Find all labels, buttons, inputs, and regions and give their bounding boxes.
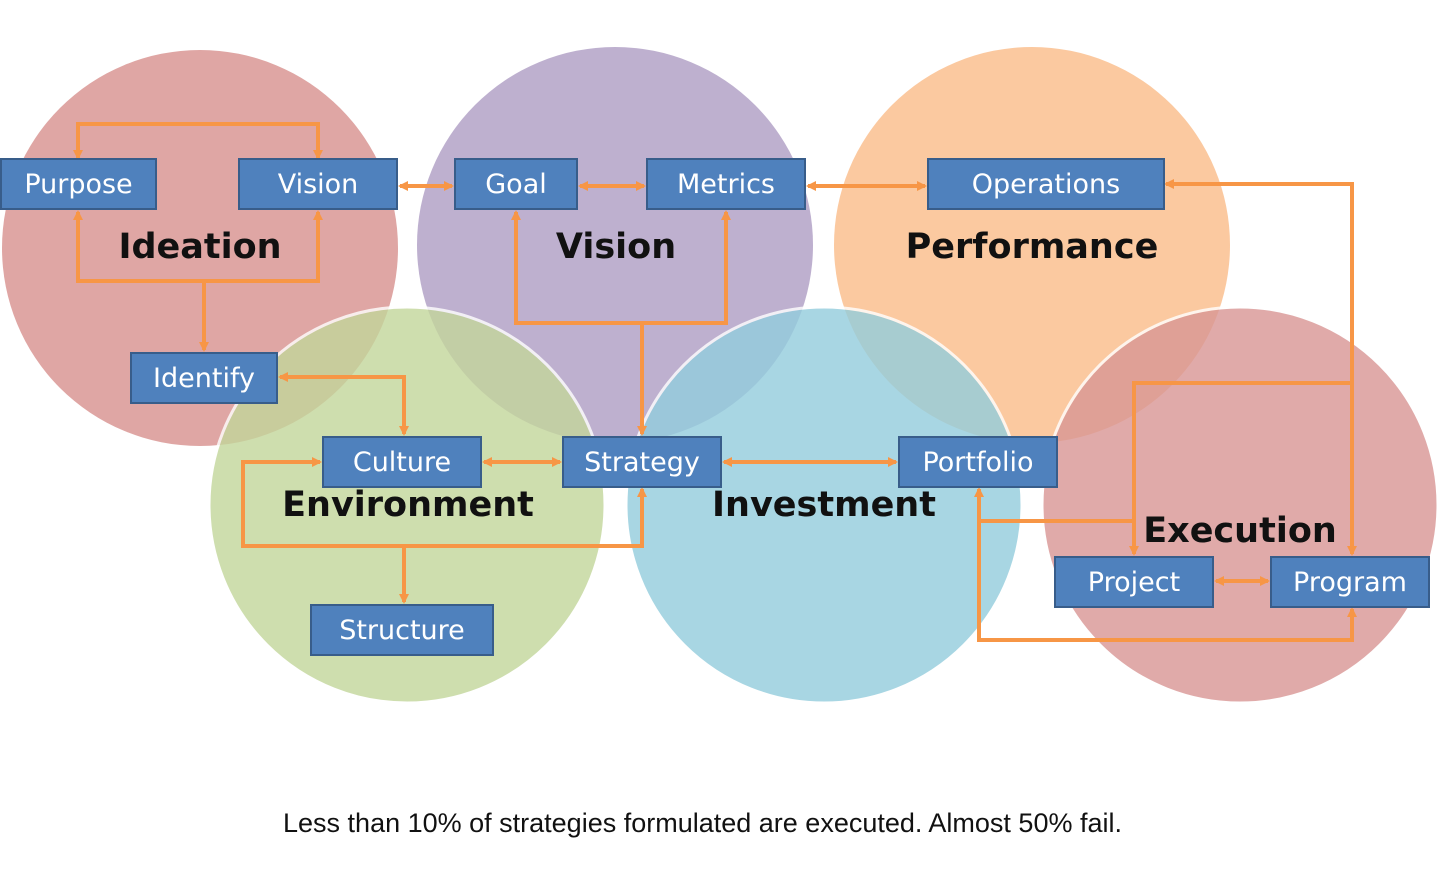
label-ideation: Ideation [118,227,282,267]
node-project: Project [1054,556,1214,608]
node-portfolio: Portfolio [898,436,1058,488]
node-program: Program [1270,556,1430,608]
node-goal: Goal [454,158,578,210]
arrow-to-project [1129,381,1352,556]
node-strategy: Strategy [562,436,722,488]
label-investment: Investment [712,485,936,525]
arrow-purpose-vision-bottom [73,210,323,283]
arrow-environment-loop [241,457,647,548]
node-structure: Structure [310,604,494,656]
arrow-identify-culture [278,372,409,436]
label-vision: Vision [555,227,677,267]
arrow-purpose-vision-top [73,122,323,160]
node-metrics: Metrics [646,158,806,210]
caption: Less than 10% of strategies formulated a… [283,808,1122,838]
node-culture: Culture [322,436,482,488]
arrow-portfolio-program [974,487,1357,642]
node-operations: Operations [927,158,1165,210]
label-performance: Performance [905,227,1159,267]
node-vision: Vision [238,158,398,210]
arrow-operations-program [1164,179,1357,556]
arrow-goal-metrics-loop [511,210,731,325]
node-purpose: Purpose [0,158,157,210]
node-identify: Identify [130,352,278,404]
